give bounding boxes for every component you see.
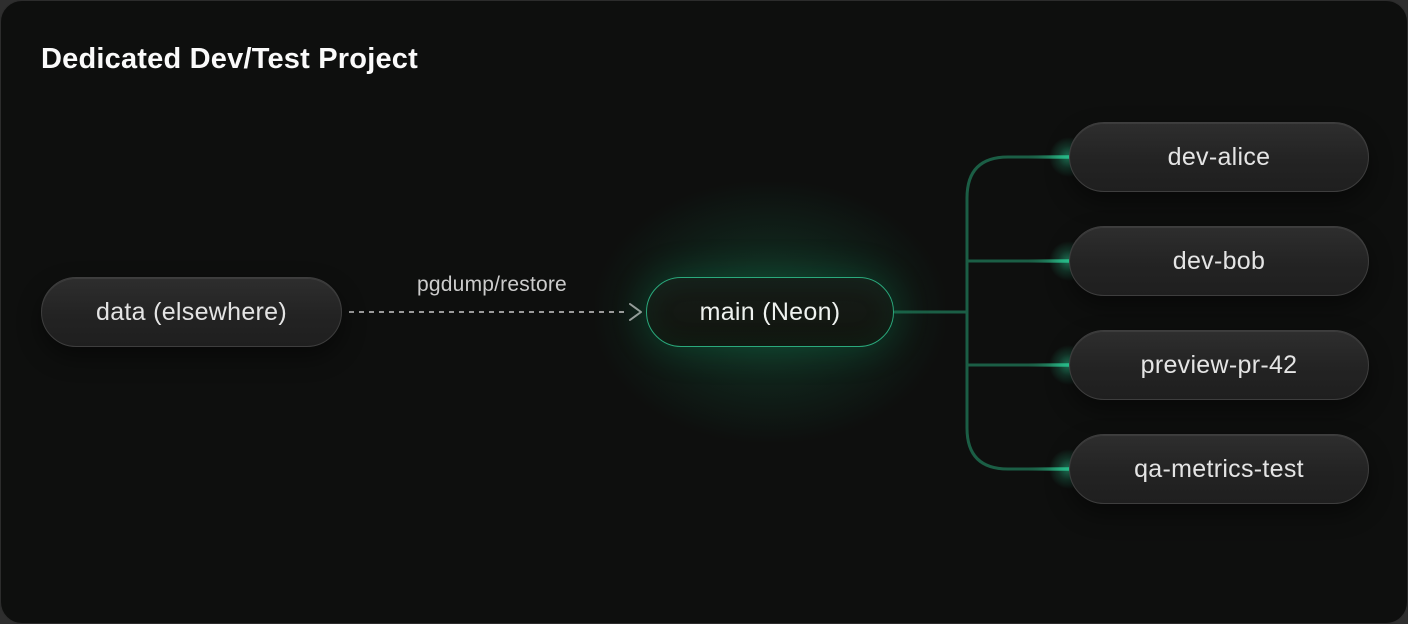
transfer-method-label: pgdump/restore [417, 273, 567, 296]
node-dev-bob-label: dev-bob [1172, 246, 1266, 275]
page-title: Dedicated Dev/Test Project [41, 43, 418, 75]
connector-tip-glows [1029, 137, 1089, 489]
node-preview-pr-42-label: preview-pr-42 [1140, 350, 1298, 379]
node-dev-alice-label: dev-alice [1167, 142, 1271, 171]
pgdump-restore-arrow [349, 303, 642, 321]
node-data-elsewhere: data (elsewhere) [41, 277, 342, 347]
node-qa-metrics-test: qa-metrics-test [1069, 434, 1369, 504]
node-main-neon: main (Neon) [646, 277, 894, 347]
node-dev-bob: dev-bob [1069, 226, 1369, 296]
node-dev-alice: dev-alice [1069, 122, 1369, 192]
node-qa-metrics-test-label: qa-metrics-test [1134, 454, 1304, 483]
node-main-neon-label: main (Neon) [699, 297, 841, 326]
node-preview-pr-42: preview-pr-42 [1069, 330, 1369, 400]
node-data-elsewhere-label: data (elsewhere) [95, 297, 287, 326]
branch-connectors [893, 155, 1071, 471]
